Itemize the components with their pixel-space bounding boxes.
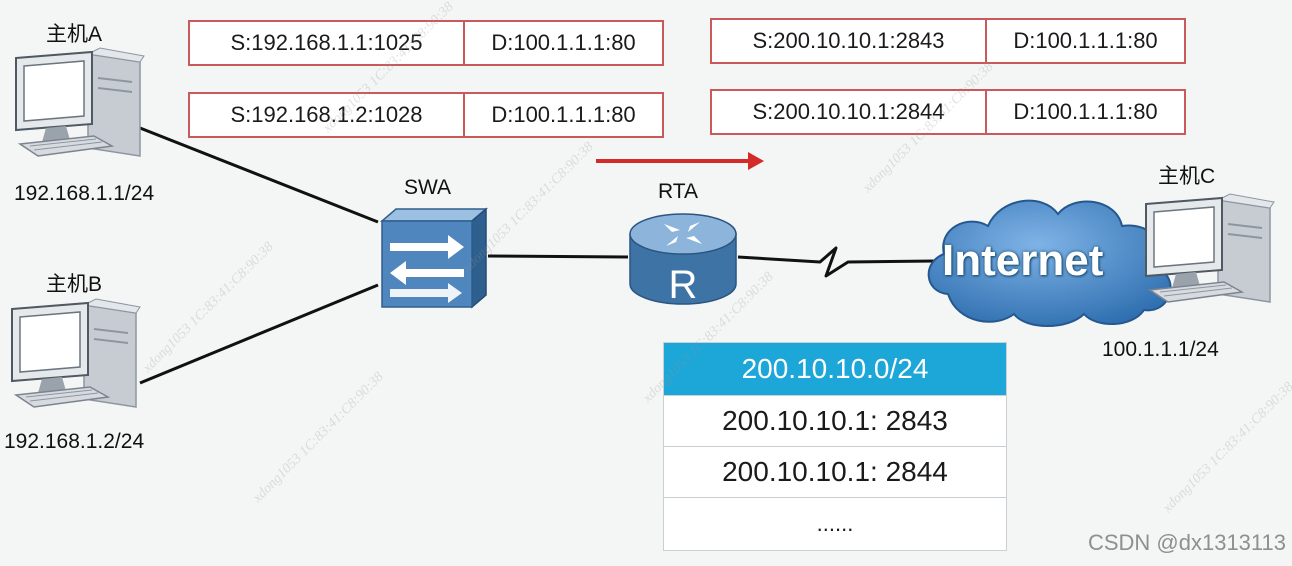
packet-source: S:200.10.10.1:2843	[712, 20, 987, 62]
host-c-computer-icon	[1140, 190, 1275, 315]
host-b-name: 主机B	[46, 268, 102, 298]
host-c-name: 主机C	[1158, 160, 1215, 190]
packet-b-original: S:192.168.1.2:1028 D:100.1.1.1:80	[188, 92, 664, 138]
direction-arrow-head	[748, 152, 764, 170]
host-b-ip: 192.168.1.2/24	[4, 430, 144, 454]
host-b-computer-icon	[6, 295, 141, 420]
packet-a-translated: S:200.10.10.1:2843 D:100.1.1.1:80	[710, 18, 1186, 64]
link-hostA-swa	[140, 128, 378, 222]
router-label: RTA	[658, 180, 698, 204]
nat-table-header: 200.10.10.0/24	[664, 343, 1006, 395]
router-letter: R	[669, 263, 698, 307]
host-c-ip: 100.1.1.1/24	[1102, 338, 1219, 362]
nat-table-row: ......	[664, 497, 1006, 550]
nat-table-row: 200.10.10.1: 2843	[664, 395, 1006, 446]
nat-table: 200.10.10.0/24 200.10.10.1: 2843 200.10.…	[663, 342, 1007, 551]
packet-destination: D:100.1.1.1:80	[987, 20, 1184, 62]
packet-destination: D:100.1.1.1:80	[987, 91, 1184, 133]
host-a-computer-icon	[10, 44, 145, 169]
source-credit: CSDN @dx1313113	[1088, 530, 1286, 556]
internet-label: Internet	[942, 236, 1103, 286]
router-icon: R	[624, 206, 742, 310]
packet-destination: D:100.1.1.1:80	[465, 94, 662, 136]
packet-destination: D:100.1.1.1:80	[465, 22, 662, 64]
nat-table-row: 200.10.10.1: 2844	[664, 446, 1006, 497]
link-swa-rta	[488, 256, 628, 257]
switch-label: SWA	[404, 176, 451, 200]
host-a-ip: 192.168.1.1/24	[14, 182, 154, 206]
